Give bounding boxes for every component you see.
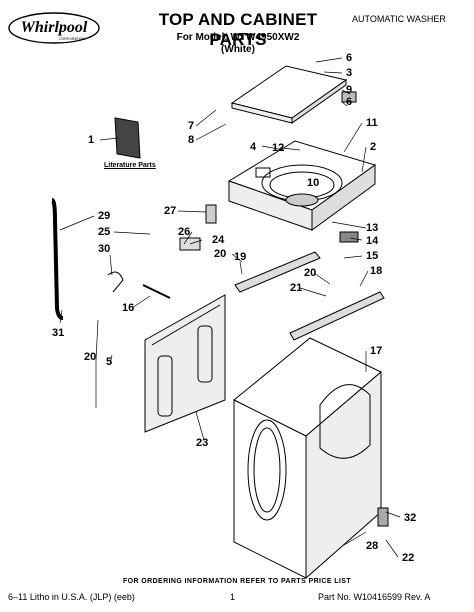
rear-panel-part [144,294,226,433]
callout-21: 21 [290,282,302,294]
callout-31: 31 [52,327,64,339]
callout-7: 7 [188,120,194,132]
literature-part [114,117,141,159]
callout-27: 27 [164,205,176,217]
callout-12: 12 [272,142,284,154]
whirlpool-logo: Whirlpool CORPORATION [8,12,100,44]
callout-1: 1 [88,134,94,146]
category-label: AUTOMATIC WASHER [352,14,446,24]
svg-text:CORPORATION: CORPORATION [59,37,85,41]
callout-25: 25 [98,226,110,238]
callout-19: 19 [234,251,246,263]
callout-8: 8 [188,134,194,146]
rear-channel-part [234,251,321,293]
page-number: 1 [230,592,236,602]
callout-26: 26 [178,226,190,238]
litho-info: 6–11 Litho in U.S.A. (JLP) (eeb) [8,592,135,602]
page-title: TOP AND CABINET PARTS [158,10,318,49]
lid-part [230,65,348,124]
callout-20: 20 [304,267,316,279]
callout-16: 16 [122,302,134,314]
callout-6: 6 [346,52,352,64]
callout-10: 10 [307,177,319,189]
callout-29: 29 [98,210,110,222]
svg-text:Whirlpool: Whirlpool [21,19,88,36]
bracket-part-27 [205,204,217,224]
callout-17: 17 [370,345,382,357]
hinge-part [341,91,357,103]
leg-part [377,507,389,527]
callout-6: 6 [346,96,352,108]
callout-14: 14 [366,235,379,247]
callout-22: 22 [402,552,414,564]
color-line: (White) [221,44,255,55]
wire-part [142,284,171,299]
front-channel-part [289,291,385,341]
callout-32: 32 [404,512,416,524]
cabinet-part [233,337,382,580]
callout-9: 9 [346,84,352,96]
callout-28: 28 [366,540,378,552]
callout-30: 30 [98,243,110,255]
callout-11: 11 [366,117,378,129]
callout-2: 2 [370,141,376,153]
callout-15: 15 [366,250,378,262]
callout-13: 13 [366,222,378,234]
callout-5: 5 [106,356,112,368]
ordering-note: FOR ORDERING INFORMATION REFER TO PARTS … [122,578,352,585]
literature-label: Literature Parts [104,162,156,169]
callout-20: 20 [84,351,96,363]
top-panel-part [227,140,377,231]
part-number: Part No. W10416599 Rev. A [318,592,431,602]
clip-part [107,271,124,293]
callout-24: 24 [212,234,225,246]
model-line: For Model: WTW4950XW2 [176,32,300,43]
callout-4: 4 [250,141,257,153]
switch-part [339,231,359,243]
callout-23: 23 [196,437,208,449]
hose-part [51,198,64,320]
callout-18: 18 [370,265,382,277]
callout-20: 20 [214,248,226,260]
callout-3: 3 [346,67,352,79]
